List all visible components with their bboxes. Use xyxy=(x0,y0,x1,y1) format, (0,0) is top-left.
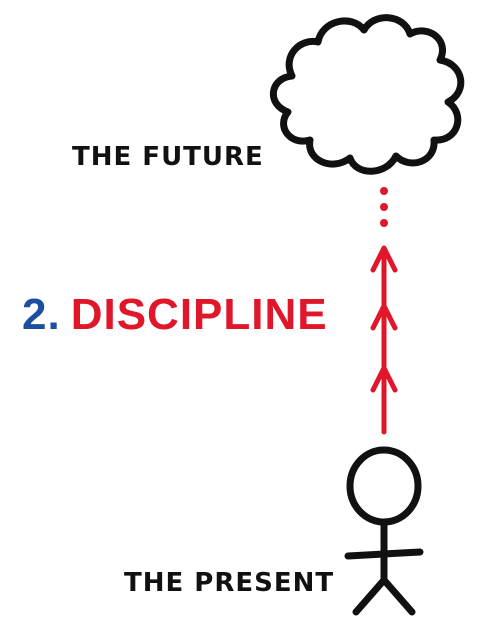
dotted-arrow-path xyxy=(380,187,388,435)
future-label: THE FUTURE xyxy=(72,142,264,172)
arrowhead-1 xyxy=(370,245,398,273)
stick-figure-icon xyxy=(344,446,424,616)
arrowhead-2 xyxy=(370,303,398,331)
thought-cloud-icon xyxy=(269,14,465,175)
step-title: DISCIPLINE xyxy=(70,290,328,339)
step-number: 2. xyxy=(22,290,61,339)
step-heading: 2.DISCIPLINE xyxy=(22,290,328,340)
arrowhead-3 xyxy=(370,365,398,393)
present-label: THE PRESENT xyxy=(124,568,335,598)
arrowheads xyxy=(370,245,398,393)
